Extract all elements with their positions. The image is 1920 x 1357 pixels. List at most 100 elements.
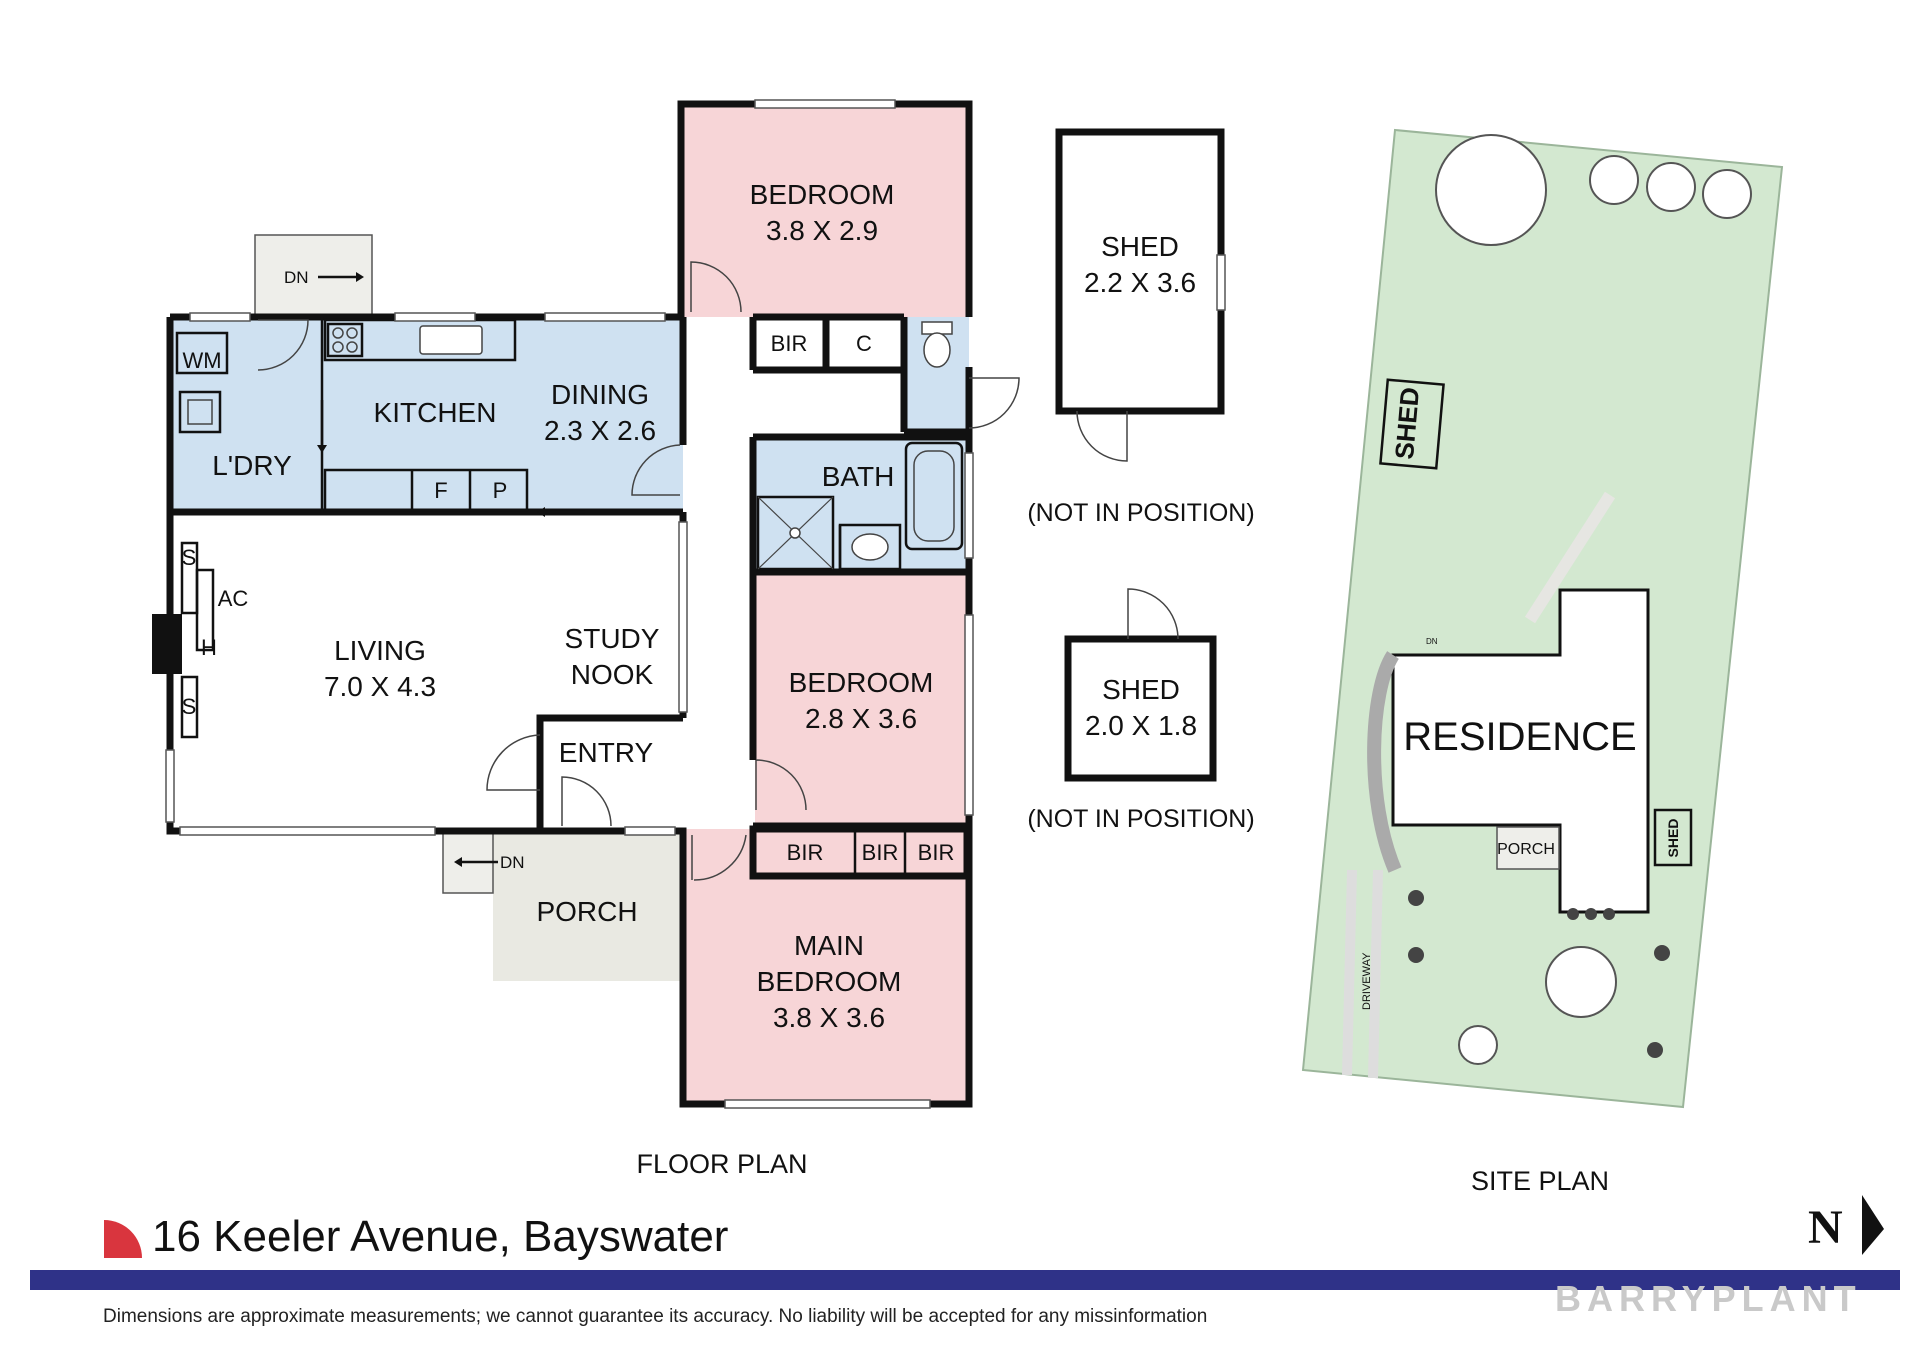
residence-label: RESIDENCE	[1403, 715, 1636, 759]
door-dining	[631, 444, 681, 496]
wc-bowl	[923, 332, 951, 368]
bath-name: BATH	[822, 461, 895, 492]
window	[964, 614, 974, 816]
window	[724, 1099, 931, 1109]
study-line2: NOOK	[571, 659, 654, 690]
site-shed-1	[1379, 378, 1445, 470]
window	[394, 312, 476, 322]
shower	[756, 495, 835, 571]
window	[678, 521, 688, 713]
site-walkway	[1524, 491, 1616, 624]
bedroom-1-fill	[681, 105, 969, 317]
dn-label: DN	[284, 268, 309, 287]
bedroom-2-fill	[755, 574, 966, 824]
site-plan-caption: SITE PLAN	[1471, 1166, 1609, 1196]
tree	[1435, 134, 1752, 1065]
shower-drain	[789, 527, 801, 539]
main-bedroom-line2: BEDROOM	[757, 966, 902, 997]
site-shed-2	[1653, 808, 1693, 867]
pantry-label: P	[493, 478, 508, 503]
ac-label: AC	[218, 586, 249, 611]
burner	[346, 327, 358, 339]
living-name: LIVING	[334, 635, 426, 666]
window	[179, 826, 436, 836]
site-porch-label: PORCH	[1497, 841, 1555, 858]
site-porch	[1496, 826, 1560, 870]
cooktop	[326, 322, 364, 358]
door-shed-1	[1076, 410, 1128, 462]
dn-label: DN	[500, 853, 525, 872]
door-front	[561, 776, 612, 827]
living-dims: 7.0 X 4.3	[324, 671, 436, 702]
study-line1: STUDY	[565, 623, 660, 654]
washing-machine	[175, 331, 229, 375]
door-entry	[486, 734, 541, 791]
door-laundry	[257, 319, 309, 371]
entry-name: ENTRY	[559, 737, 654, 768]
site-shed-1-label: SHED	[1389, 386, 1425, 461]
wm-label: WM	[182, 348, 221, 373]
window	[1216, 254, 1226, 311]
north-label: N	[1808, 1201, 1843, 1254]
laundry-tub-inner	[187, 399, 213, 425]
dn-arrowhead	[356, 272, 364, 282]
s-label: S	[182, 545, 197, 570]
door-main-bedroom	[691, 834, 747, 881]
bathtub-inner	[913, 450, 955, 542]
bedroom-2-dims: 2.8 X 3.6	[805, 703, 917, 734]
brand-bar	[30, 1270, 1900, 1290]
vanity	[838, 523, 902, 571]
ac-unit	[195, 568, 215, 652]
bedroom-1-name: BEDROOM	[750, 179, 895, 210]
window	[754, 99, 896, 109]
shed-2-note: (NOT IN POSITION)	[1027, 805, 1254, 833]
dn-arrowhead	[454, 857, 462, 867]
site-dn-label: DN	[1426, 637, 1438, 646]
fridge-label: F	[434, 478, 447, 503]
shed-1-name: SHED	[1101, 231, 1179, 262]
burner	[332, 327, 344, 339]
window	[624, 826, 676, 836]
bedroom-1-dims: 3.8 X 2.9	[766, 215, 878, 246]
main-bedroom-dims: 3.8 X 3.6	[773, 1002, 885, 1033]
driveway	[1342, 869, 1383, 1079]
shed-2-name: SHED	[1102, 674, 1180, 705]
laundry-tub	[178, 390, 222, 434]
side-unit-bottom	[180, 675, 199, 739]
site-path	[1367, 651, 1402, 873]
address-logo-icon	[104, 1220, 142, 1258]
shrub	[1408, 890, 1670, 1058]
site-lot	[1301, 128, 1784, 1109]
dining-dims: 2.3 X 2.6	[544, 415, 656, 446]
shed-1-note: (NOT IN POSITION)	[1027, 499, 1254, 527]
sink	[419, 325, 483, 355]
burner	[332, 341, 344, 353]
basin	[851, 533, 889, 561]
wall-entry	[536, 714, 683, 831]
burner	[346, 341, 358, 353]
main-bedroom-fill	[685, 829, 967, 1101]
window	[165, 749, 175, 823]
laundry-name: L'DRY	[212, 450, 292, 481]
shed-1-dims: 2.2 X 3.6	[1084, 267, 1196, 298]
door-wc	[968, 377, 1020, 429]
flow-arrowhead	[537, 507, 545, 517]
kitchen-bench-bottom	[323, 468, 529, 512]
window	[544, 312, 666, 322]
wc-cistern	[921, 321, 953, 335]
cupboard-label: C	[856, 331, 872, 356]
bir-label: BIR	[787, 840, 824, 865]
door-bedroom-2	[755, 759, 807, 811]
door-bedroom-1	[690, 261, 742, 313]
bathtub	[904, 441, 964, 551]
main-bedroom-line1: MAIN	[794, 930, 864, 961]
bir-label: BIR	[918, 840, 955, 865]
residence-footprint	[1391, 588, 1650, 914]
shed-2	[1064, 635, 1217, 782]
floor-plan-caption: FLOOR PLAN	[636, 1149, 807, 1179]
bedroom-2-name: BEDROOM	[789, 667, 934, 698]
property-address: 16 Keeler Avenue, Bayswater	[152, 1212, 729, 1261]
brand-watermark: BARRYPLANT	[1555, 1278, 1862, 1319]
north-arrow-icon	[1862, 1195, 1884, 1255]
